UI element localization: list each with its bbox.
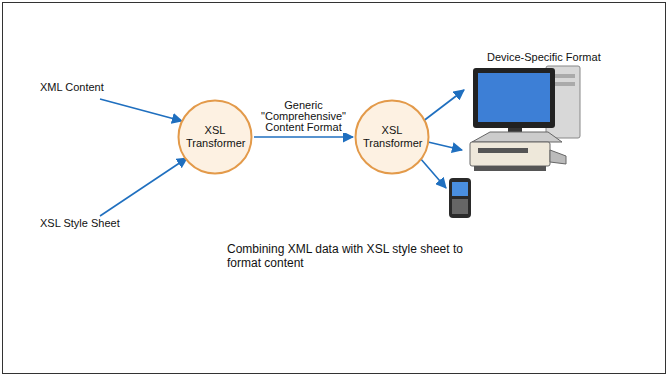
printer-icon <box>470 132 566 171</box>
transformer-circle: XSL Transformer <box>354 99 430 175</box>
text-holder: XSL Transformer <box>363 124 421 150</box>
caption: Combining XML data with XSL style sheet … <box>227 242 477 270</box>
output-arrow <box>420 158 446 188</box>
computer-icon <box>473 66 580 140</box>
free-label: Device-Specific Format <box>487 51 601 64</box>
transformer-circle: XSL Transformer <box>177 99 253 175</box>
node-text: XSL Transformer <box>363 124 421 150</box>
input-arrow <box>100 158 187 216</box>
node-text: XSL Transformer <box>186 124 244 150</box>
connector-arrow <box>254 136 353 138</box>
phone-icon <box>449 178 471 218</box>
free-label: XSL Style Sheet <box>40 217 120 230</box>
input-arrow <box>100 99 182 121</box>
output-arrow <box>428 142 462 150</box>
output-arrow <box>422 90 464 122</box>
free-label: XML Content <box>40 81 104 94</box>
text-holder: XSL Transformer <box>186 124 244 150</box>
edge-label: Generic "Comprehensive" Content Format <box>261 100 347 133</box>
